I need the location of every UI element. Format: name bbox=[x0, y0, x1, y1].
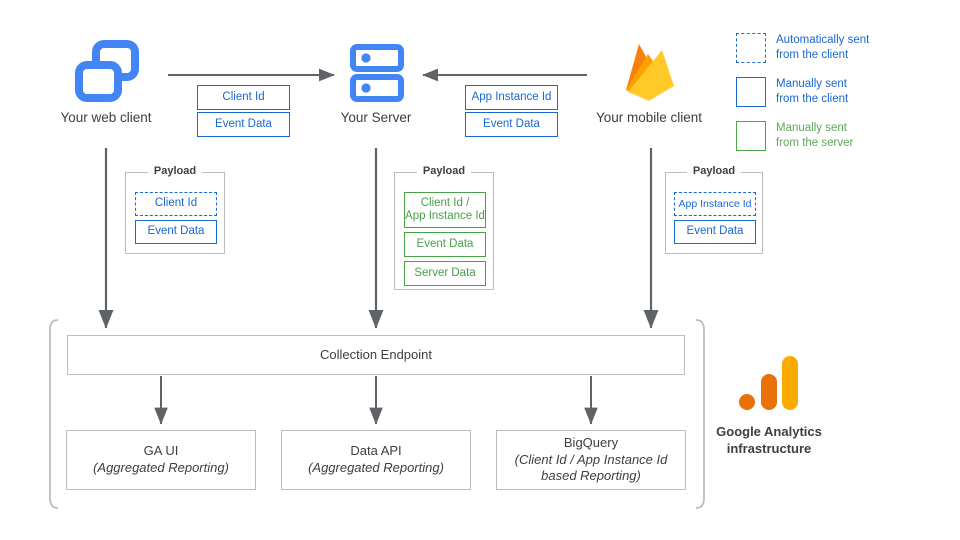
legend-auto-client-line2: from the client bbox=[776, 49, 849, 62]
legend-swatch-solid-blue bbox=[736, 76, 766, 107]
legend-auto-client-line1: Automatically sent bbox=[776, 34, 870, 46]
ga-caption-line2: infrastructure bbox=[726, 440, 812, 456]
payload-server-item-ids: Client Id / App Instance Id bbox=[404, 192, 486, 228]
payload-mobile: Payload App Instance Id Event Data bbox=[665, 165, 763, 254]
payload-web-title: Payload bbox=[147, 165, 203, 177]
google-analytics-caption: Google Analytics infrastructure bbox=[694, 424, 844, 458]
server-label: Your Server bbox=[340, 110, 412, 125]
payload-server-item-ids-line1: Client Id / bbox=[420, 196, 470, 209]
bracket-left bbox=[49, 319, 59, 509]
payload-mobile-item-event-data: Event Data bbox=[674, 220, 756, 244]
legend-label-manual-client: Manually sent from the client bbox=[776, 77, 848, 108]
output-box-data-api: Data API (Aggregated Reporting) bbox=[281, 430, 471, 490]
bracket-right bbox=[695, 319, 705, 509]
legend-item-manual-server: Manually sent from the server bbox=[736, 120, 946, 152]
output-box-bigquery: BigQuery (Client Id / App Instance Id ba… bbox=[496, 430, 686, 490]
transfer-chip-event-data: Event Data bbox=[197, 112, 290, 137]
firebase-icon bbox=[618, 38, 680, 104]
legend-manual-server-line2: from the server bbox=[776, 137, 854, 150]
output-data-api-title: Data API bbox=[350, 443, 402, 459]
output-bigquery-subtitle-2: based Reporting) bbox=[541, 468, 641, 484]
legend-swatch-dashed-blue bbox=[736, 33, 766, 63]
transfer-chip-event-data-mobile: Event Data bbox=[465, 112, 558, 137]
legend-item-manual-client: Manually sent from the client bbox=[736, 76, 946, 108]
output-ga-ui-subtitle: (Aggregated Reporting) bbox=[93, 460, 229, 475]
transfer-chip-client-id: Client Id bbox=[197, 85, 290, 110]
transfer-chip-app-instance-id: App Instance Id bbox=[465, 85, 558, 110]
payload-server: Payload Client Id / App Instance Id Even… bbox=[394, 165, 494, 290]
output-bigquery-subtitle: (Client Id / App Instance Id bbox=[514, 451, 668, 467]
payload-mobile-item-app-instance-id: App Instance Id bbox=[674, 192, 756, 216]
legend-swatch-solid-green bbox=[736, 120, 766, 151]
legend-manual-client-line1: Manually sent bbox=[776, 77, 847, 90]
legend-label-manual-server: Manually sent from the server bbox=[776, 121, 853, 152]
payload-web-item-event-data: Event Data bbox=[135, 220, 217, 244]
server-icon bbox=[350, 44, 404, 102]
output-box-ga-ui: GA UI (Aggregated Reporting) bbox=[66, 430, 256, 490]
output-data-api-subtitle: (Aggregated Reporting) bbox=[308, 460, 444, 475]
web-client-icon bbox=[75, 40, 139, 102]
payload-server-title: Payload bbox=[416, 165, 472, 177]
payload-web-item-client-id: Client Id bbox=[135, 192, 217, 216]
output-bigquery-title: BigQuery bbox=[563, 435, 619, 451]
payload-server-item-ids-line2: App Instance Id bbox=[405, 210, 485, 222]
legend-manual-server-line1: Manually sent bbox=[776, 121, 847, 134]
payload-server-item-event-data: Event Data bbox=[404, 232, 486, 257]
ga-caption-line1: Google Analytics bbox=[716, 424, 822, 439]
legend-manual-client-line2: from the client bbox=[776, 93, 849, 106]
google-analytics-logo bbox=[738, 352, 800, 414]
payload-web: Payload Client Id Event Data bbox=[125, 165, 225, 254]
payload-mobile-title: Payload bbox=[686, 165, 742, 177]
output-ga-ui-title: GA UI bbox=[143, 443, 179, 459]
legend-item-auto-client: Automatically sent from the client bbox=[736, 33, 946, 64]
legend: Automatically sent from the client Manua… bbox=[736, 33, 946, 151]
web-client-label: Your web client bbox=[60, 110, 152, 125]
collection-endpoint-box: Collection Endpoint bbox=[67, 335, 685, 375]
legend-label-auto-client: Automatically sent from the client bbox=[776, 33, 869, 64]
payload-server-item-server-data: Server Data bbox=[404, 261, 486, 286]
mobile-client-label: Your mobile client bbox=[595, 110, 703, 125]
